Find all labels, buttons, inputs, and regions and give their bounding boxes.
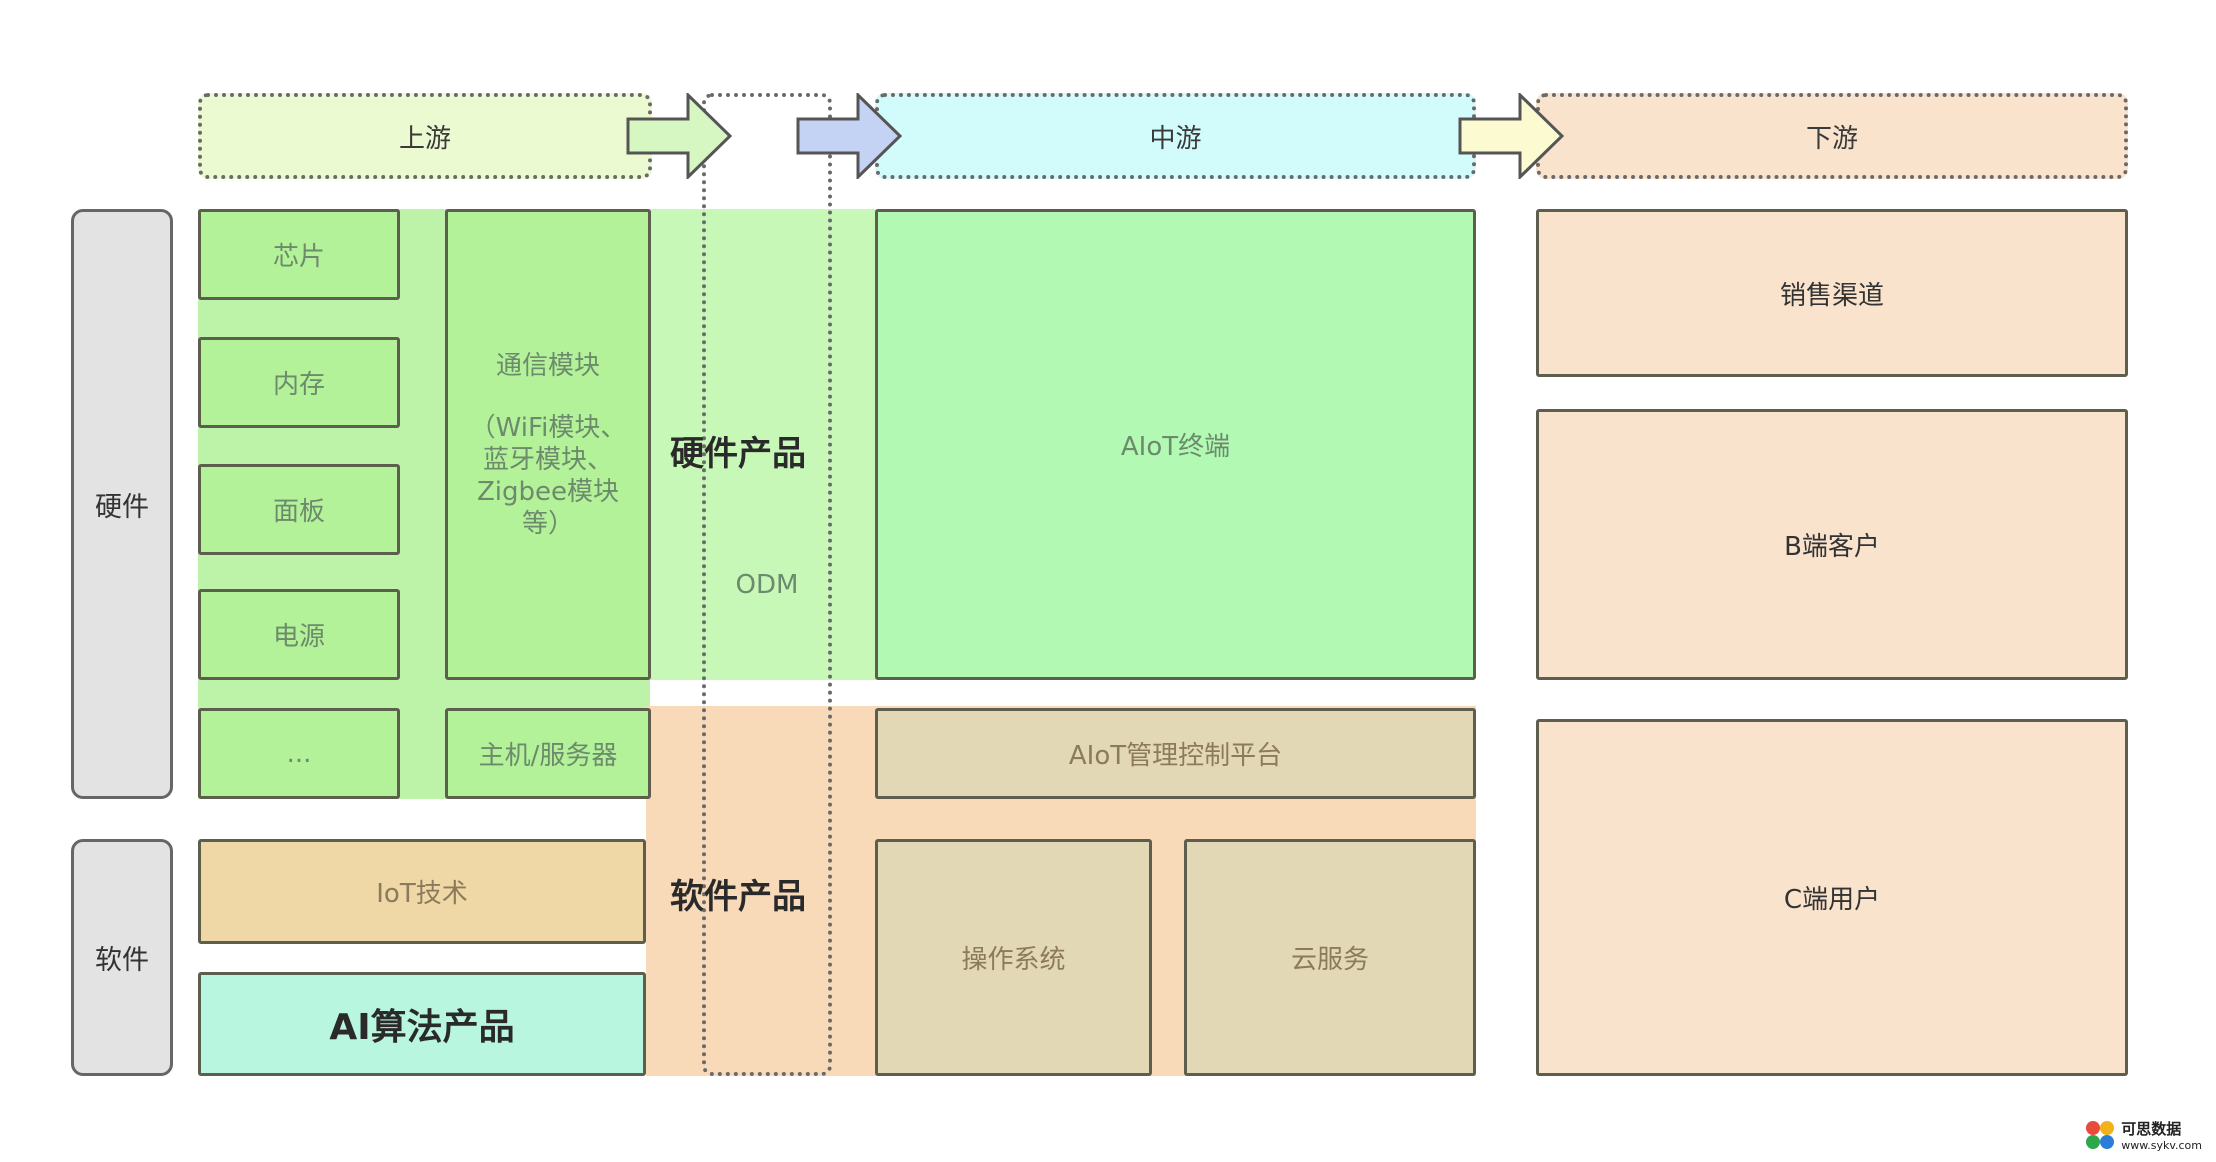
software-product-label: 软件产品 (670, 876, 806, 917)
stage-midstream-label: 中游 (1149, 123, 1202, 154)
side-software: 软件 (71, 839, 173, 1076)
watermark-title: 可思数据 (2121, 1120, 2182, 1138)
stage-upstream-label: 上游 (398, 123, 451, 154)
ai-algorithm-box: AI算法产品 (198, 972, 646, 1076)
host-server-box: 主机/服务器 (445, 708, 651, 799)
memory-box: 内存 (198, 337, 400, 428)
c-user-label: C端用户 (1783, 885, 1881, 915)
stage-upstream: 上游 (198, 93, 652, 179)
aiot-terminal-label: AIoT终端 (1120, 432, 1231, 462)
b-client-label: B端客户 (1784, 532, 1880, 562)
side-hardware: 硬件 (71, 209, 173, 799)
watermark-logo-icon (2086, 1121, 2115, 1149)
panel-label: 面板 (272, 497, 325, 527)
power-box: 电源 (198, 589, 400, 680)
iot-tech-label: IoT技术 (376, 879, 468, 909)
aiot-platform-box: AIoT管理控制平台 (875, 708, 1476, 799)
stage-odm-column (702, 93, 832, 1076)
host-server-label: 主机/服务器 (478, 741, 618, 771)
more-label: ... (286, 738, 312, 769)
chip-box: 芯片 (198, 209, 400, 300)
cloud-service-box: 云服务 (1184, 839, 1476, 1076)
stage-downstream-label: 下游 (1805, 123, 1858, 154)
sales-channel-box: 销售渠道 (1536, 209, 2128, 377)
os-box: 操作系统 (875, 839, 1152, 1076)
stage-midstream: 中游 (875, 93, 1476, 179)
arrow-icon (796, 93, 903, 179)
stage-downstream: 下游 (1536, 93, 2128, 179)
odm-label: ODM (735, 570, 799, 600)
watermark: 可思数据 www.sykv.com (2083, 1118, 2202, 1152)
sales-channel-label: 销售渠道 (1779, 280, 1884, 311)
memory-label: 内存 (272, 370, 325, 400)
ai-algorithm-label: AI算法产品 (329, 1007, 515, 1048)
comm-module-detail: （WiFi模块、蓝牙模块、Zigbee模块等） (469, 412, 627, 539)
arrow-icon (1458, 93, 1565, 179)
iot-tech-box: IoT技术 (198, 839, 646, 944)
side-hardware-label: 硬件 (95, 491, 149, 523)
c-user-box: C端用户 (1536, 719, 2128, 1076)
aiot-terminal-box: AIoT终端 (875, 209, 1476, 680)
os-label: 操作系统 (961, 945, 1066, 975)
panel-box: 面板 (198, 464, 400, 555)
power-label: 电源 (272, 622, 325, 652)
comm-module-box: 通信模块 （WiFi模块、蓝牙模块、Zigbee模块等） (445, 209, 651, 680)
hardware-product-label: 硬件产品 (670, 433, 806, 474)
aiot-platform-label: AIoT管理控制平台 (1068, 741, 1283, 771)
side-software-label: 软件 (95, 945, 149, 976)
comm-module-title: 通信模块 (495, 350, 600, 381)
arrow-icon (626, 93, 733, 179)
cloud-service-label: 云服务 (1290, 945, 1369, 975)
b-client-box: B端客户 (1536, 409, 2128, 680)
chip-label: 芯片 (272, 242, 325, 272)
more-box: ... (198, 708, 400, 799)
watermark-url: www.sykv.com (2121, 1139, 2202, 1152)
